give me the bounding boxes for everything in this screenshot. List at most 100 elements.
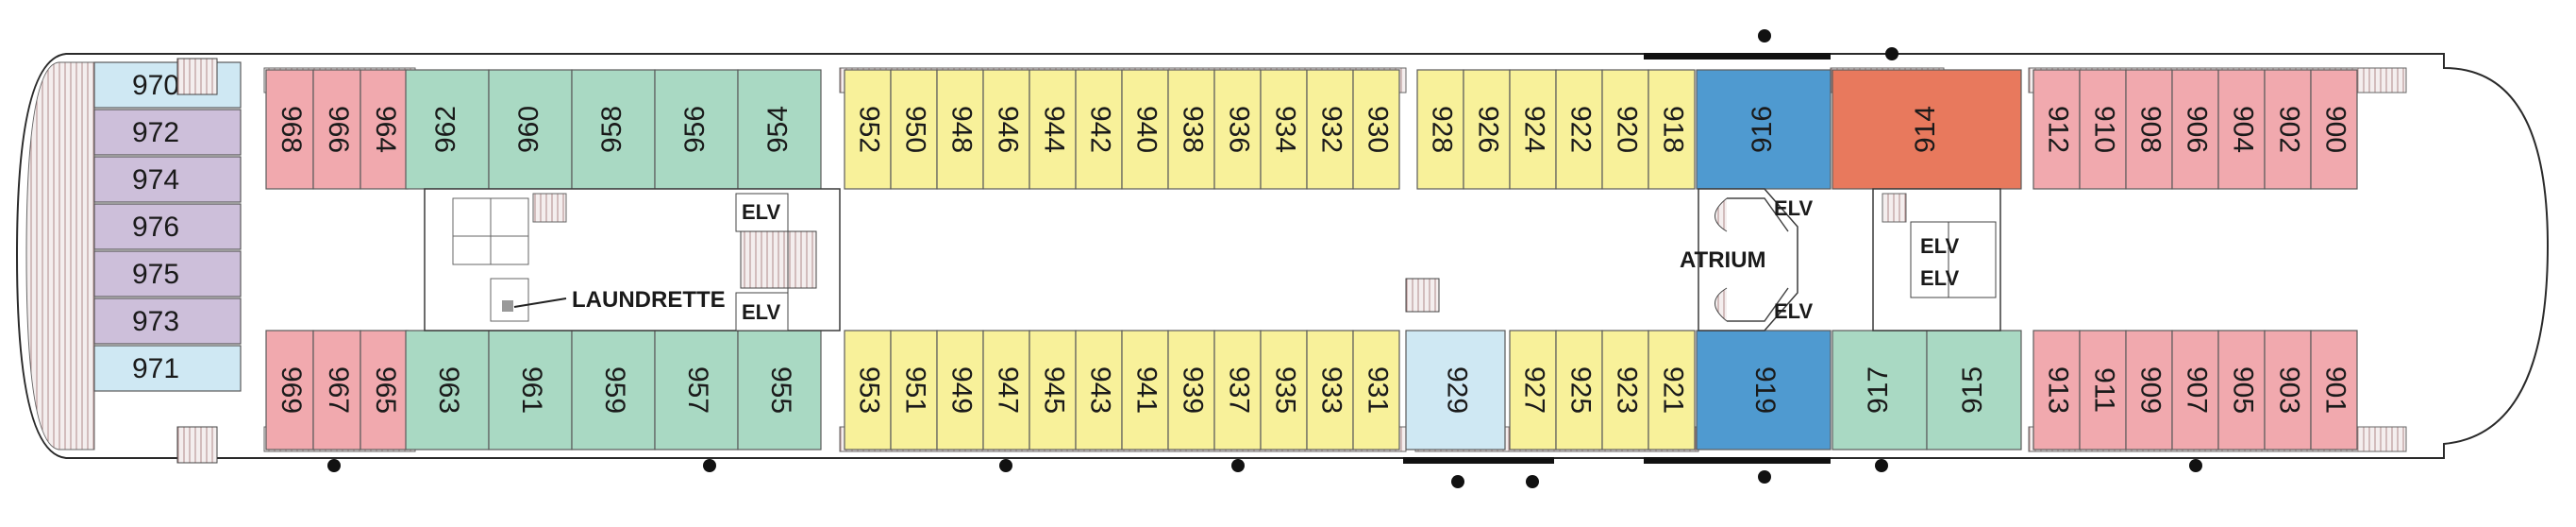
cabin-952[interactable]: 952 [844,69,892,190]
cabin-number: 909 [2135,366,2166,414]
cabin-905[interactable]: 905 [2217,330,2266,450]
cabin-912[interactable]: 912 [2032,69,2081,190]
cabin-964[interactable]: 964 [360,69,409,190]
cabin-965[interactable]: 965 [360,330,409,450]
cabin-959[interactable]: 959 [571,330,656,450]
cabin-974[interactable]: 974 [93,156,242,203]
cabin-919[interactable]: 919 [1696,330,1832,450]
cabin-911[interactable]: 911 [2079,330,2127,450]
elv-label-5: ELV [1920,234,1959,258]
cabin-933[interactable]: 933 [1306,330,1354,450]
cabin-902[interactable]: 902 [2264,69,2312,190]
cabin-963[interactable]: 963 [405,330,490,450]
cabin-927[interactable]: 927 [1509,330,1557,450]
cabin-940[interactable]: 940 [1121,69,1169,190]
cabin-907[interactable]: 907 [2171,330,2219,450]
cabin-number: 912 [2043,106,2074,153]
cabin-936[interactable]: 936 [1213,69,1262,190]
cabin-969[interactable]: 969 [265,330,314,450]
cabin-900[interactable]: 900 [2310,69,2358,190]
cabin-971[interactable]: 971 [93,345,242,392]
cabin-922[interactable]: 922 [1555,69,1603,190]
cabin-968[interactable]: 968 [265,69,314,190]
cabin-951[interactable]: 951 [890,330,938,450]
cabin-961[interactable]: 961 [488,330,573,450]
cabin-950[interactable]: 950 [890,69,938,190]
cabin-number: 969 [276,366,307,414]
cabin-972[interactable]: 972 [93,109,242,156]
cabin-945[interactable]: 945 [1029,330,1077,450]
cabin-901[interactable]: 901 [2310,330,2358,450]
cabin-904[interactable]: 904 [2217,69,2266,190]
bow-deck [25,61,95,450]
cabin-921[interactable]: 921 [1648,330,1696,450]
cabin-914[interactable]: 914 [1832,69,2022,190]
cabin-929[interactable]: 929 [1405,330,1506,450]
cabin-926[interactable]: 926 [1463,69,1511,190]
cabin-973[interactable]: 973 [93,298,242,345]
cabin-number: 928 [1427,106,1458,153]
cabin-number: 920 [1612,106,1643,153]
cabin-949[interactable]: 949 [936,330,984,450]
cabin-number: 924 [1519,106,1550,153]
cabin-number: 922 [1565,106,1597,153]
cabin-925[interactable]: 925 [1555,330,1603,450]
cabin-937[interactable]: 937 [1213,330,1262,450]
cabin-962[interactable]: 962 [405,69,490,190]
cabin-935[interactable]: 935 [1260,330,1308,450]
cabin-976[interactable]: 976 [93,203,242,250]
cabin-906[interactable]: 906 [2171,69,2219,190]
stairwell [740,230,817,289]
cabin-960[interactable]: 960 [488,69,573,190]
cabin-939[interactable]: 939 [1167,330,1215,450]
cabin-953[interactable]: 953 [844,330,892,450]
cabin-946[interactable]: 946 [982,69,1030,190]
cabin-number: 959 [599,366,630,414]
cabin-number: 943 [1085,366,1116,414]
cabin-number: 919 [1749,366,1781,414]
cabin-915[interactable]: 915 [1926,330,2022,450]
cabin-944[interactable]: 944 [1029,69,1077,190]
cabin-958[interactable]: 958 [571,69,656,190]
cabin-924[interactable]: 924 [1509,69,1557,190]
cabin-number: 905 [2228,366,2259,414]
cabin-number: 976 [132,212,179,243]
cabin-920[interactable]: 920 [1601,69,1649,190]
cabin-number: 903 [2274,366,2305,414]
cabin-930[interactable]: 930 [1352,69,1400,190]
cabin-903[interactable]: 903 [2264,330,2312,450]
cabin-917[interactable]: 917 [1832,330,1928,450]
cabin-number: 949 [946,366,978,414]
cabin-957[interactable]: 957 [654,330,739,450]
cabin-954[interactable]: 954 [737,69,822,190]
cabin-number: 957 [682,366,713,414]
cabin-931[interactable]: 931 [1352,330,1400,450]
cabin-934[interactable]: 934 [1260,69,1308,190]
cabin-923[interactable]: 923 [1601,330,1649,450]
cabin-975[interactable]: 975 [93,250,242,298]
cabin-number: 946 [993,106,1024,153]
cabin-928[interactable]: 928 [1416,69,1464,190]
cabin-967[interactable]: 967 [312,330,361,450]
cabin-916[interactable]: 916 [1696,69,1832,190]
cabin-918[interactable]: 918 [1648,69,1696,190]
cabin-970[interactable]: 970 [93,61,242,109]
cabin-910[interactable]: 910 [2079,69,2127,190]
cabin-948[interactable]: 948 [936,69,984,190]
cabin-956[interactable]: 956 [654,69,739,190]
cabin-947[interactable]: 947 [982,330,1030,450]
cabin-938[interactable]: 938 [1167,69,1215,190]
cabin-966[interactable]: 966 [312,69,361,190]
cabin-955[interactable]: 955 [737,330,822,450]
cabin-943[interactable]: 943 [1075,330,1123,450]
cabin-number: 963 [433,366,464,414]
cabin-932[interactable]: 932 [1306,69,1354,190]
cabin-942[interactable]: 942 [1075,69,1123,190]
atrium-area: ELV ELV ATRIUM ELV ELV [1680,188,2001,332]
cabin-908[interactable]: 908 [2125,69,2173,190]
cabin-913[interactable]: 913 [2032,330,2081,450]
cabin-941[interactable]: 941 [1121,330,1169,450]
cabin-909[interactable]: 909 [2125,330,2173,450]
